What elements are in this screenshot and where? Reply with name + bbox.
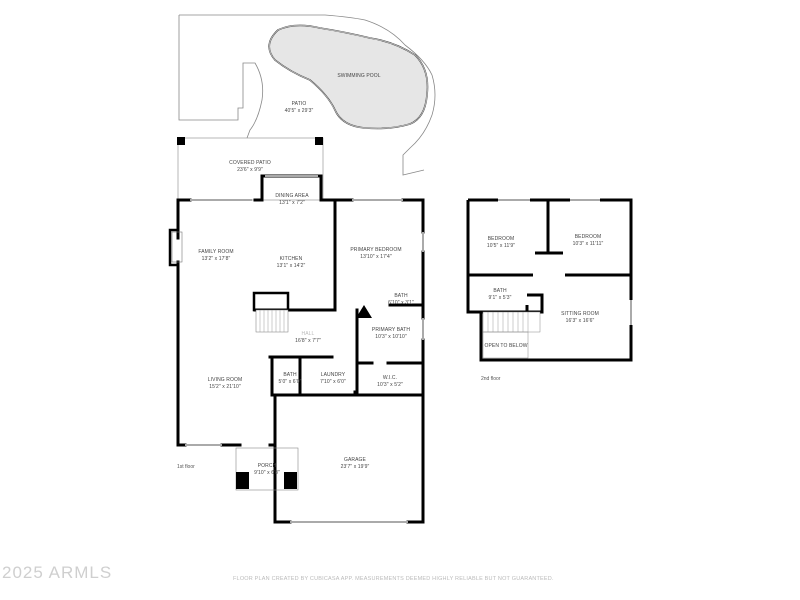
stairs-second-floor [482,311,541,359]
room-dims: 10'5" x 11'9" [486,243,516,249]
second-floor-walls [466,198,633,362]
room-label-laundry: Laundry7'10" x 6'0" [320,372,346,386]
room-dims: 9'1" x 5'3" [488,295,512,301]
room-dims: 5'0" x 6'0" [278,379,302,385]
room-dims: 10'3" x 11'11" [572,241,604,247]
room-label-family-room: Family Room13'2" x 17'8" [198,249,233,263]
room-name: Living Room [207,377,243,383]
room-name: Primary Bath [371,327,411,333]
room-dims: 23'7" x 19'9" [340,464,370,470]
room-dims: 16'8" x 7'7" [295,338,321,344]
watermark: 2025 ARMLS [2,563,113,582]
stairs-first-floor [252,291,290,333]
room-dims: 13'10" x 17'4" [360,254,392,260]
room-label-hall: Hall16'8" x 7'7" [295,331,321,345]
room-label-bath-half: Bath5'0" x 6'0" [279,372,302,386]
door-swing-marker [356,305,372,318]
room-dims: 9'10" x 6'8" [254,470,280,476]
room-name: Bedroom [487,236,515,242]
room-name: Patio [291,101,307,107]
room-label-bedroom-2: Bedroom10'3" x 11'11" [573,234,604,248]
room-name: Dining Area [275,193,309,199]
room-dims: 10'3" x 10'10" [375,334,407,340]
second-floor-windows [498,199,632,325]
room-label-open-to-below: Open to Below [484,343,527,350]
first-floor-walls [176,174,425,524]
room-dims: 13'1" x 14'2" [276,263,306,269]
room-name: Laundry [320,372,346,378]
floor-label-second: 2nd floor [481,376,501,382]
room-label-swimming-pool: Swimming Pool [337,73,380,80]
room-name: Bedroom [574,234,602,240]
swimming-pool [268,24,429,130]
room-label-patio: Patio40'5" x 29'3" [285,101,314,115]
room-label-living-room: Living Room15'2" x 21'10" [208,377,242,391]
patio-outline [178,14,436,176]
porch-structure [235,447,299,491]
room-dims: 6'10" x 3'1" [388,300,414,306]
room-name: Porch [257,463,277,469]
room-label-primary-bath: Primary Bath10'3" x 10'10" [372,327,410,341]
room-name: Hall [301,331,315,337]
room-dims: 10'3" x 5'2" [377,382,403,388]
room-name: Kitchen [279,256,303,262]
room-label-sitting-room: Sitting Room16'3" x 16'6" [561,311,599,325]
room-name: Covered Patio [229,160,271,166]
room-label-bath-primary: Bath6'10" x 3'1" [388,293,414,307]
fireplace [168,228,183,267]
room-name: Sitting Room [561,311,599,317]
room-name: Family Room [198,249,234,255]
room-name: Bath [283,372,297,378]
room-dims: 13'2" x 17'8" [201,256,231,262]
room-label-bedroom-1: Bedroom10'5" x 11'9" [487,236,515,250]
room-dims: 15'2" x 21'10" [209,384,241,390]
room-label-primary-bedroom: Primary Bedroom13'10" x 17'4" [350,247,401,261]
room-name: Garage [343,457,366,463]
room-dims: 40'5" x 29'3" [284,108,314,114]
room-label-dining-area: Dining Area13'1" x 7'2" [275,193,308,207]
room-dims: 23'6" x 9'9" [237,167,263,173]
room-label-covered-patio: Covered Patio23'6" x 9'9" [229,160,271,174]
room-label-wic: W.I.C.10'3" x 5'2" [377,375,403,389]
room-name: W.I.C. [382,375,398,381]
room-dims: 13'1" x 7'2" [279,200,305,206]
room-label-bath-2nd: Bath9'1" x 5'3" [489,288,512,302]
floor-label-first: 1st floor [177,464,195,470]
room-name: Bath [493,288,507,294]
windows [185,175,424,523]
disclaimer-text: FLOOR PLAN CREATED BY CUBICASA APP. MEAS… [233,576,554,582]
room-name: Primary Bedroom [350,247,402,253]
room-label-porch: Porch9'10" x 6'8" [254,463,280,477]
room-dims: 16'3" x 16'6" [565,318,595,324]
room-label-garage: Garage23'7" x 19'9" [341,457,370,471]
room-dims: 7'10" x 6'0" [320,379,346,385]
room-label-kitchen: Kitchen13'1" x 14'2" [277,256,306,270]
room-name: Open to Below [484,343,528,349]
room-name: Bath [394,293,408,299]
room-name: Swimming Pool [337,73,381,79]
